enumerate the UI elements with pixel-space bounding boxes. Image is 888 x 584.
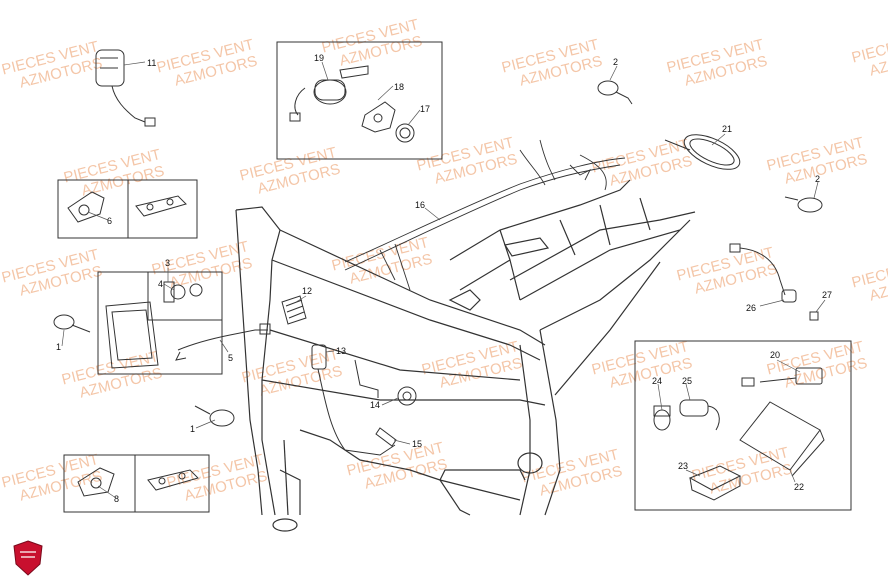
frame [235, 179, 696, 532]
callout-14: 14 [370, 400, 381, 410]
part-8-bracket [77, 467, 115, 497]
part-1-indicator-bottom [194, 405, 235, 427]
leader-lines [61, 61, 826, 499]
part-26-sensor [729, 243, 797, 303]
callout-21: 20 [770, 350, 781, 360]
callout-1-left: 1 [56, 342, 62, 352]
brand-shield-icon [13, 540, 43, 576]
part-5-cable [177, 329, 268, 351]
box-ignition [276, 41, 443, 160]
callout-4: 4 [158, 279, 164, 289]
callout-20: 21 [722, 124, 733, 134]
callout-26: 26 [746, 303, 757, 313]
callout-2-top: 2 [613, 57, 619, 67]
callout-15: 15 [412, 439, 423, 449]
callout-8: 8 [114, 494, 120, 504]
box-bracket-8 [63, 454, 210, 513]
box-electrical [634, 340, 852, 511]
box-bulb [147, 271, 223, 321]
part-21-cdi [741, 367, 823, 387]
callout-25: 25 [682, 376, 693, 386]
part-6-bracket [67, 191, 105, 223]
callout-1-bottom: 1 [190, 424, 196, 434]
part-18-bracket [361, 101, 396, 133]
callout-13: 13 [336, 346, 347, 356]
callout-16: 16 [415, 200, 426, 210]
part-19-ignition [289, 65, 369, 122]
part-14-grommet [397, 386, 417, 406]
callout-6: 6 [107, 216, 113, 226]
callout-27: 27 [822, 290, 833, 300]
part-1-indicator-left [53, 314, 91, 333]
part-25-capacitor [679, 399, 720, 431]
part-15-plug-cap [375, 427, 397, 447]
callout-5: 5 [228, 353, 234, 363]
wiring-harness [344, 139, 626, 291]
part-8-plate [147, 469, 199, 491]
part-2-indicator-right [784, 196, 823, 213]
callout-12: 12 [302, 286, 313, 296]
part-4-bulb [163, 281, 203, 303]
callout-18: 18 [394, 82, 405, 92]
part-17-ring [395, 123, 415, 143]
callout-23: 23 [678, 461, 689, 471]
part-12-regulator [281, 295, 307, 325]
callout-2-right: 2 [815, 174, 821, 184]
part-27-clip [809, 311, 819, 321]
callout-17: 17 [420, 104, 431, 114]
part-22-tray [739, 401, 825, 477]
part-3-headlight [105, 301, 159, 369]
part-13-coil [311, 344, 396, 456]
part-11-switch [95, 49, 156, 127]
part-2-indicator-top [597, 80, 633, 105]
part-6-plate [135, 195, 187, 217]
callout-3: 3 [165, 258, 171, 268]
part-20-taillight [664, 134, 741, 170]
callout-22: 22 [794, 482, 805, 492]
callout-24: 24 [652, 376, 663, 386]
part-23-battery [688, 465, 742, 501]
callout-11: 11 [147, 58, 157, 68]
callout-19: 19 [314, 53, 325, 63]
